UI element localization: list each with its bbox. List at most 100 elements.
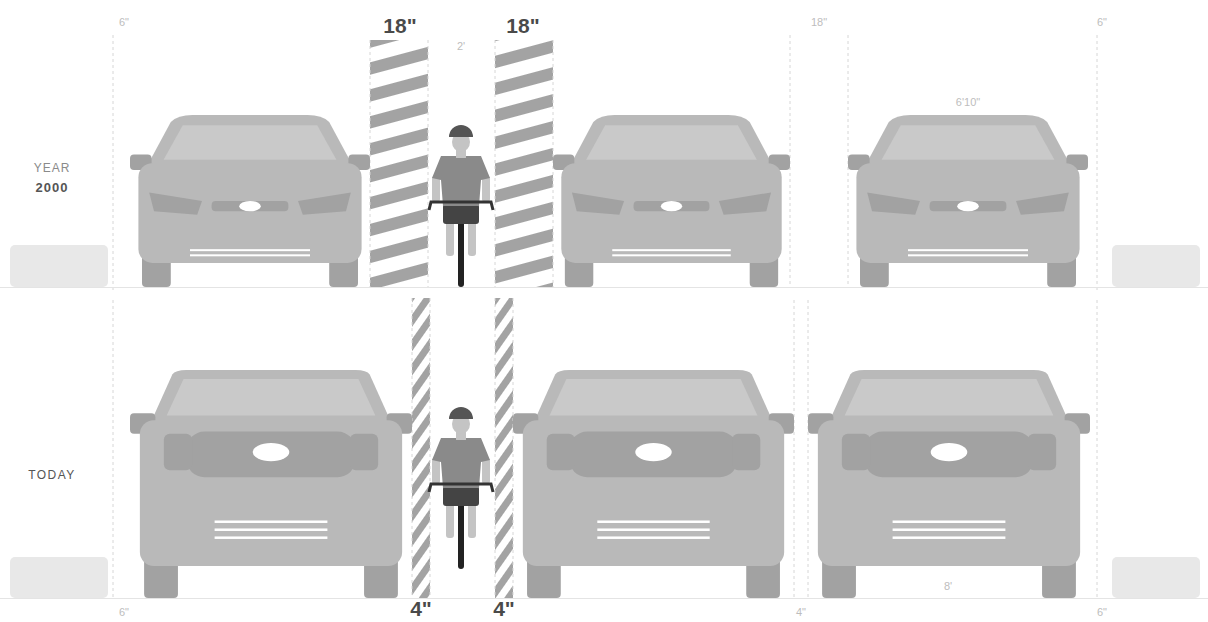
logo [635,443,672,461]
windshield [845,379,1054,415]
headlight [572,192,624,214]
bumper-line [215,528,328,531]
bumper-line [597,528,709,531]
wheel [458,497,464,569]
truck-illustration [130,370,412,598]
grille [864,432,1033,478]
dimension-label: 4" [410,598,432,619]
shorts [443,204,479,224]
guide-line [113,300,114,598]
arm [432,176,440,202]
dimension-label: 8' [944,581,952,592]
guide-line [428,40,429,287]
grille [634,201,710,211]
cyclist [429,125,493,287]
headlight [867,192,920,214]
guide-line [513,298,514,598]
guide-line [808,300,809,598]
car-illustration [130,115,370,287]
logo [931,443,968,461]
buffer-strip [495,40,553,287]
row-label: 2000 [36,181,69,194]
leg [468,220,476,256]
guide-line [794,300,795,598]
headlight [350,434,378,470]
arm [482,176,490,202]
guide-line [495,40,496,287]
windshield [164,125,337,159]
logo [239,201,261,211]
dimension-label: 6" [119,17,129,28]
row-label: TODAY [28,469,76,481]
logo [957,201,979,211]
dimension-label: 6" [1097,607,1107,618]
curb [10,245,108,287]
car-body [138,163,361,263]
logo [661,201,682,211]
bumper-line [190,254,310,256]
car-body [140,420,402,566]
ground-line [0,287,1208,288]
car-body [818,420,1080,566]
windshield [550,379,758,415]
headlight [298,192,351,214]
shirt [432,438,490,488]
guide-line [113,35,114,290]
grille [930,201,1007,211]
arm [432,458,440,484]
bumper-line [215,536,328,539]
bumper-line [190,249,310,251]
curb [1112,557,1200,598]
helmet [449,407,473,419]
car-body [523,420,784,566]
cabin [533,370,775,425]
windshield [882,125,1055,159]
bumper-line [893,536,1006,539]
dimension-label: 4" [493,598,515,619]
grille [569,432,738,478]
truck-illustration [513,370,794,598]
headlight [547,434,575,470]
buffer-strip [370,40,428,287]
cabin [865,115,1071,167]
car-illustration [553,115,790,287]
dimension-label: 6" [119,607,129,618]
curb [10,557,108,598]
leg [446,220,454,256]
headlight [1028,434,1056,470]
bumper-line [612,254,731,256]
windshield [586,125,757,159]
headlight [1016,192,1069,214]
grille [186,432,355,478]
grille [212,201,289,211]
windshield [167,379,376,415]
arm [482,458,490,484]
curb [1112,245,1200,287]
shirt [432,156,490,206]
headlight [732,434,760,470]
leg [446,502,454,538]
guide-line [1097,35,1098,290]
wheel [458,215,464,287]
dimension-label: 2' [457,41,465,52]
guide-line [430,298,431,598]
guide-line [495,298,496,598]
bumper-line [893,520,1006,523]
dimension-label: 4" [796,607,806,618]
headlight [719,192,771,214]
helmet [449,125,473,137]
cabin [150,370,393,425]
guide-line [412,298,413,598]
row-label: YEAR [34,162,71,174]
dimension-label: 6" [1097,17,1107,28]
bumper-line [597,536,709,539]
cyclist [429,407,493,569]
handlebar [429,484,493,492]
guide-line [1097,300,1098,598]
bumper-line [908,249,1028,251]
buffer-strip [495,298,513,598]
car-illustration [848,115,1088,287]
truck-illustration [808,370,1090,598]
